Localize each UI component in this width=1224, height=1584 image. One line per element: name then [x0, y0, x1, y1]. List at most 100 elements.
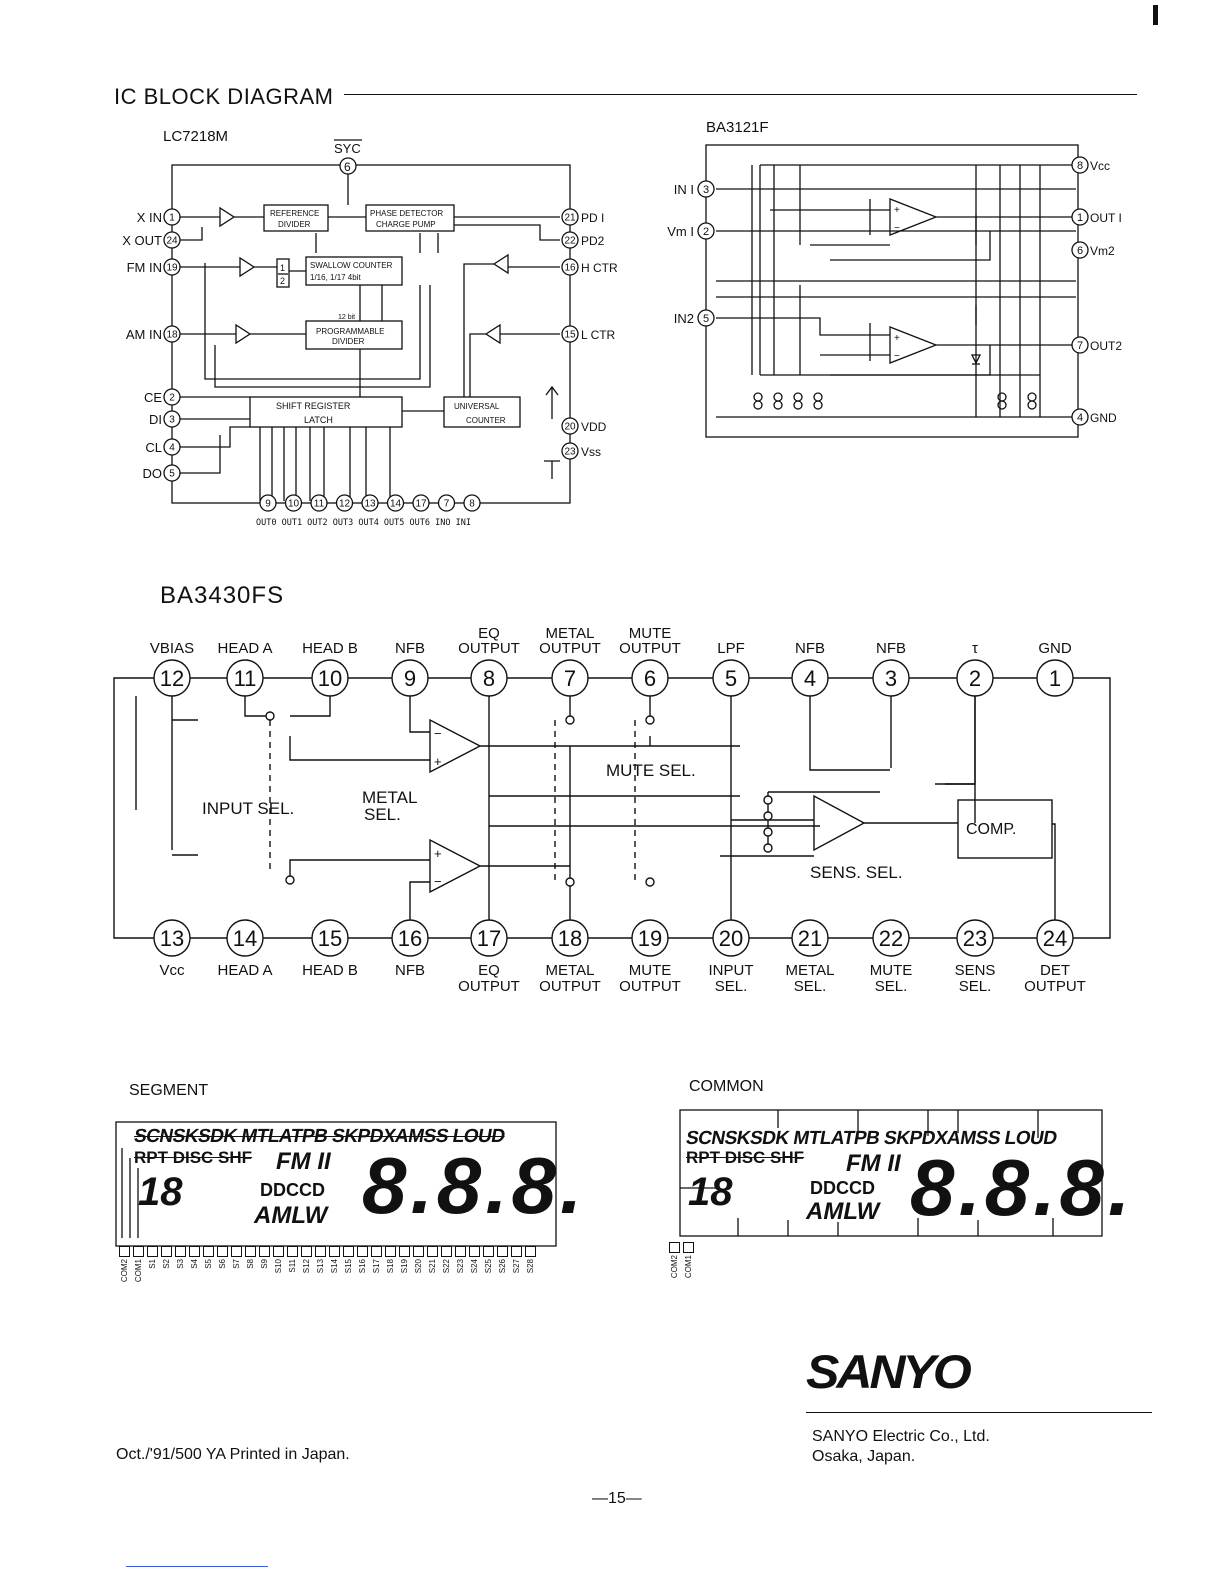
ba3430fs-bottom-pin-23-number: 23 — [963, 926, 987, 951]
mute-sel-label: MUTE SEL. — [606, 761, 696, 780]
ba3430fs-bottom-pin-17-circle — [470, 919, 508, 957]
lcd-pin-label: COM1 — [134, 1259, 143, 1283]
lc-pin-label-20: VDD — [581, 420, 607, 434]
lcd-pin-label: S5 — [204, 1259, 213, 1269]
lcd-pin-pad — [371, 1246, 382, 1257]
ba3430fs-bottom-pin-13-number: 13 — [160, 926, 184, 951]
ba3430fs-top-pin-12-circle — [153, 659, 191, 697]
lcd-pin-label: S23 — [456, 1259, 465, 1274]
lcd-pin-s5: S5 — [202, 1246, 215, 1286]
metal-sel-label-1: METAL — [362, 788, 417, 807]
ba3430fs-bottom-label-23-a: SENS — [955, 962, 996, 979]
ba3121f-pin-4-number: 4 — [1077, 412, 1083, 424]
lc-bottom-pin-12-circle — [335, 494, 354, 512]
phase-detector-line2: CHARGE PUMP — [376, 220, 436, 229]
company-city: Osaka, Japan. — [812, 1448, 916, 1465]
switch-contact-0 — [265, 711, 275, 721]
segment-lcd: SCNSKSDK MTLATPB SKPDXAMSS LOUD RPT DISC… — [112, 1118, 582, 1250]
shift-register-line1: SHIFT REGISTER — [276, 401, 351, 411]
phase-detector-line1: PHASE DETECTOR — [370, 209, 443, 218]
lcd-pin-pad — [497, 1246, 508, 1257]
lcd-pin-pad — [231, 1246, 242, 1257]
lc-bottom-pin-13-number: 13 — [364, 499, 376, 510]
ba3430fs-bottom-pin-22-circle — [872, 919, 910, 957]
ba3430fs-bottom-pin-20-circle — [712, 919, 750, 957]
lcd-pin-pad — [147, 1246, 158, 1257]
segment-band: FM II — [276, 1148, 331, 1175]
lcd-pin-label: S25 — [484, 1259, 493, 1274]
lc-pin-20-circle — [561, 417, 579, 435]
segment-digits: 8.8.8. — [362, 1141, 587, 1230]
lcd-pin-label: S27 — [512, 1259, 521, 1274]
lc-pin-label-19: FM IN — [127, 260, 162, 275]
ba3430fs-bottom-pin-22-number: 22 — [879, 926, 903, 951]
ba3430fs-outline — [113, 677, 1111, 939]
ba3430fs-top-label-6-b: OUTPUT — [619, 640, 681, 657]
lcd-pin-label: S10 — [274, 1259, 283, 1274]
ba3430fs-top-pin-9-number: 9 — [404, 666, 416, 691]
current-source-1-b — [773, 400, 783, 410]
ba3430fs-bottom-label-16-a: NFB — [395, 962, 425, 979]
ba3121f-pin-8-circle — [1071, 156, 1089, 174]
lc-bottom-pin-14-number: 14 — [390, 499, 402, 510]
lc-pin-22-circle — [561, 231, 579, 249]
lc-pin-18-number: 18 — [166, 330, 178, 341]
lc-pin-23-circle — [561, 442, 579, 460]
lc-pin-4-number: 4 — [169, 443, 175, 454]
opamp-2 — [889, 326, 938, 364]
segment-amlw: AMLW — [254, 1202, 328, 1229]
current-source-5-a — [1027, 392, 1037, 402]
lcd-pin-s27: S27 — [510, 1246, 523, 1286]
ba3430fs-bottom-label-14-a: HEAD A — [217, 962, 272, 979]
ba3430fs-bottom-label-17-b: OUTPUT — [458, 978, 520, 995]
lcd-pin-pad — [413, 1246, 424, 1257]
ba3430fs-bottom-label-19-b: OUTPUT — [619, 978, 681, 995]
lc7218m-bottom-labels: OUT0 OUT1 OUT2 OUT3 OUT4 OUT5 OUT6 INO I… — [256, 518, 471, 528]
ba3430fs-top-label-8-b: OUTPUT — [458, 640, 520, 657]
programmable-divider-block — [305, 320, 403, 350]
lcd-pin-s16: S16 — [356, 1246, 369, 1286]
svg-text:+: + — [894, 333, 900, 344]
ba3430fs-top-pin-9-circle — [391, 659, 429, 697]
lcd-pin-label: S7 — [232, 1259, 241, 1269]
lcd-pin-s26: S26 — [496, 1246, 509, 1286]
ba3430fs-top-pin-1-circle — [1036, 659, 1074, 697]
lc-pin-5-circle — [163, 464, 181, 482]
lc-pin-24-circle — [163, 231, 181, 249]
lcd-pin-label: S18 — [386, 1259, 395, 1274]
lcd-pin-label: S16 — [358, 1259, 367, 1274]
ba3430fs-bottom-label-13-a: Vcc — [159, 962, 185, 979]
lc-pin-label-21: PD I — [581, 211, 604, 225]
ba3430fs-top-label-7-a: METAL — [546, 625, 595, 642]
lcd-pin-label: S17 — [372, 1259, 381, 1274]
universal-counter-line2: COUNTER — [466, 416, 506, 425]
prog-div-line3: DIVIDER — [332, 337, 365, 346]
lcd-pin-s3: S3 — [174, 1246, 187, 1286]
lc-pin-3-number: 3 — [169, 415, 175, 426]
lc-bottom-pin-9-circle — [259, 494, 277, 512]
lcd-pin-s8: S8 — [244, 1246, 257, 1286]
lcd-pin-label: S3 — [176, 1259, 185, 1269]
ba3430fs-title: BA3430FS — [160, 582, 285, 609]
ba3430fs-bottom-pin-16-circle — [391, 919, 429, 957]
lc-bottom-pin-12-number: 12 — [339, 499, 351, 510]
ba3430fs-top-pin-5-number: 5 — [725, 666, 737, 691]
current-source-1-a — [773, 392, 783, 402]
lcd-pin-label: S1 — [148, 1259, 157, 1269]
lcd-pin-label: S14 — [330, 1259, 339, 1274]
lcd-pin-pad — [259, 1246, 270, 1257]
lctr-buffer — [484, 323, 501, 345]
lcd-pin-s18: S18 — [384, 1246, 397, 1286]
ba3430fs-top-pin-1-number: 1 — [1049, 666, 1061, 691]
lcd-pin-label: S22 — [442, 1259, 451, 1274]
ba3121f-pin-6-circle — [1071, 241, 1089, 259]
lcd-pin-label: S26 — [498, 1259, 507, 1274]
ref-divider-line2: DIVIDER — [278, 220, 311, 229]
lcd-pin-pad — [511, 1246, 522, 1257]
lcd-pin-pad — [175, 1246, 186, 1257]
ba3430fs-top-pin-3-number: 3 — [885, 666, 897, 691]
ba3121f-pin-2-circle — [697, 222, 715, 240]
